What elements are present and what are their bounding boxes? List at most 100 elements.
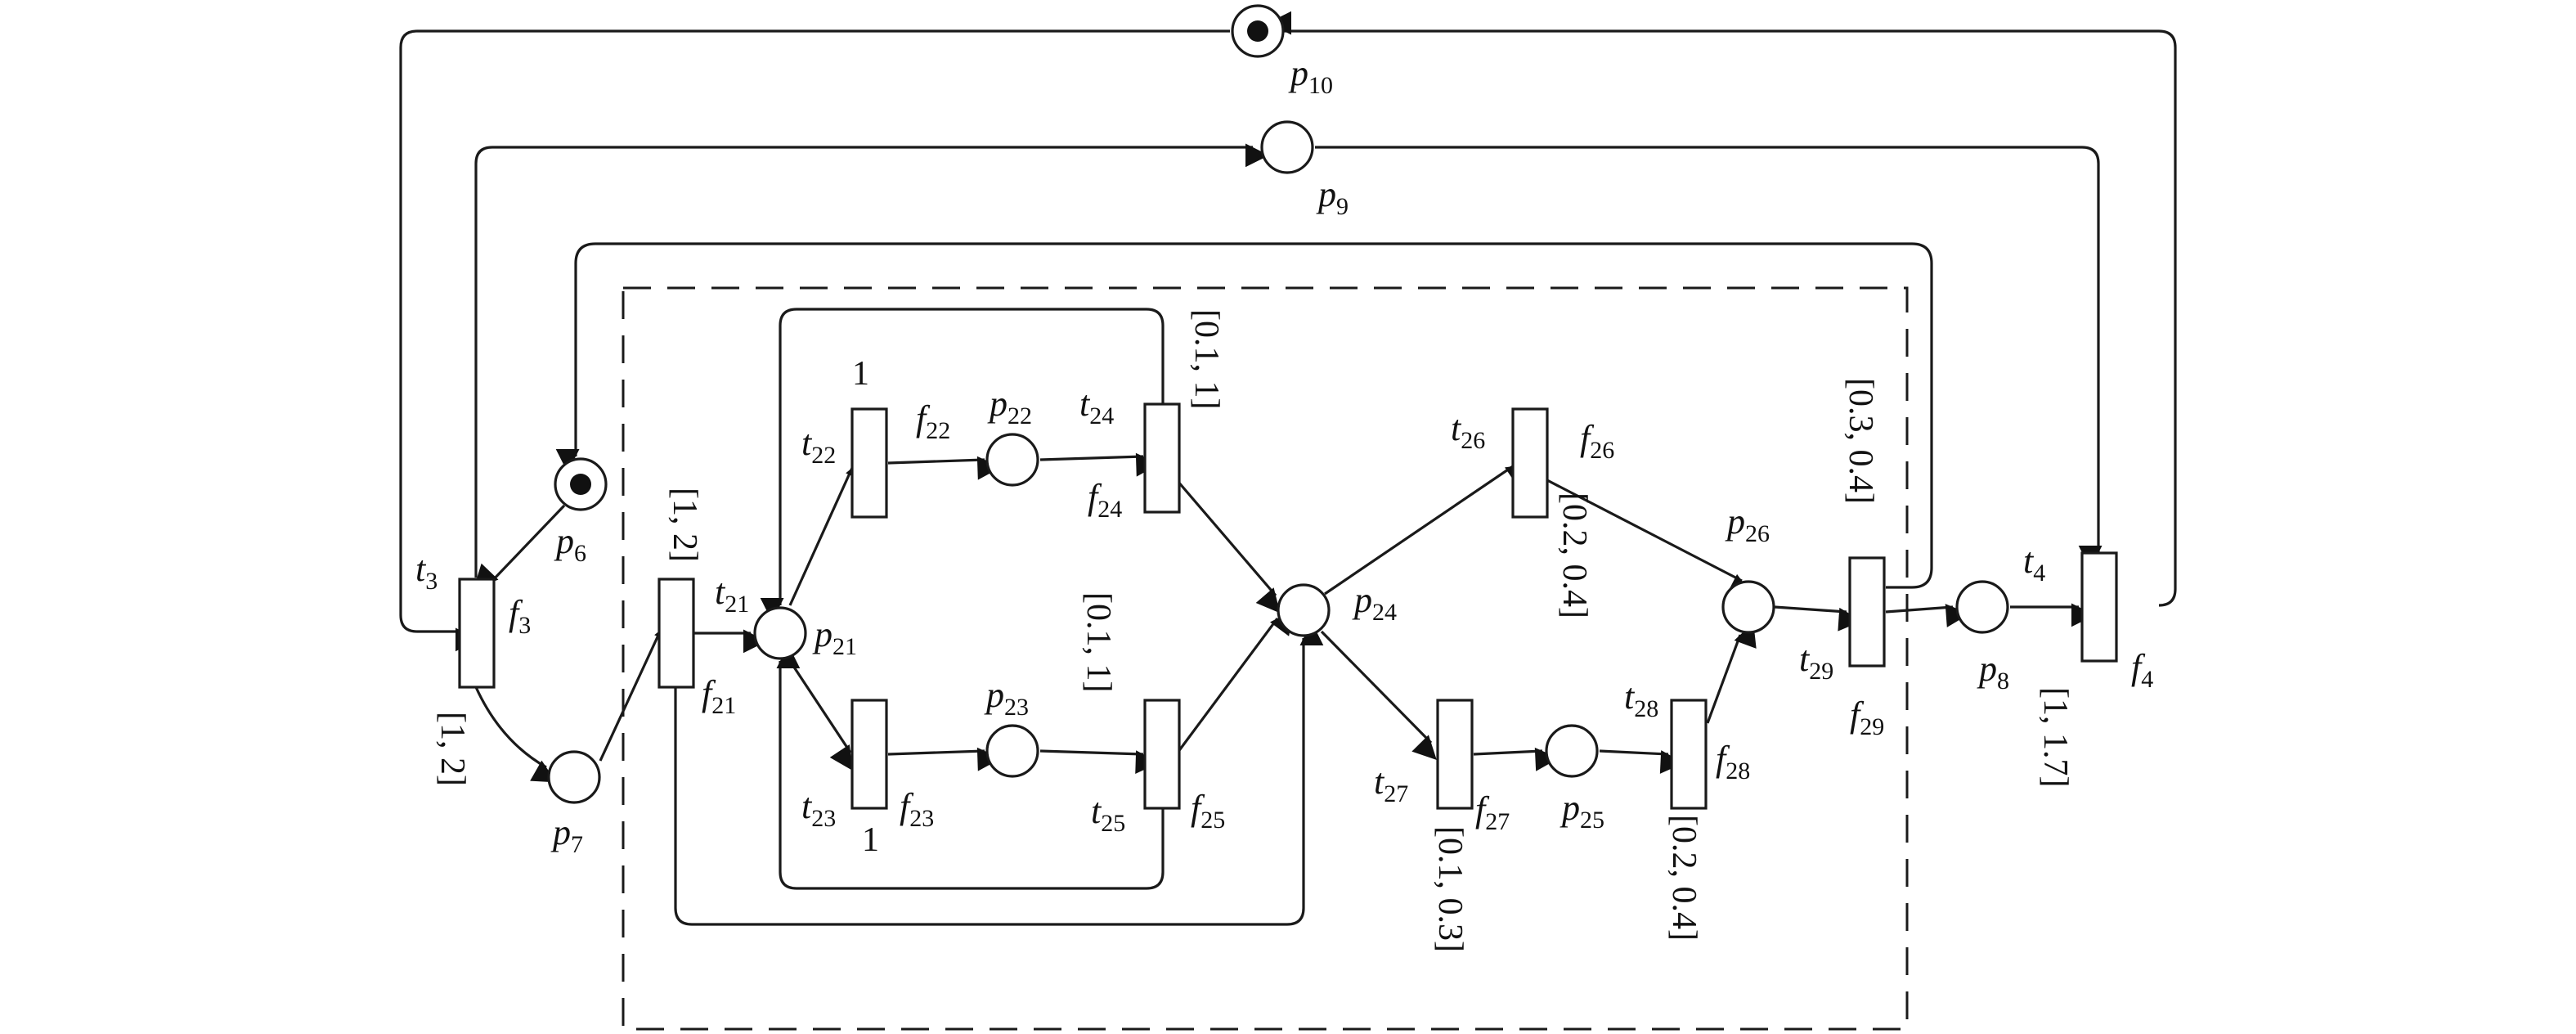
arc-t25-p21: [776, 645, 1165, 890]
p21-name: p: [812, 614, 832, 654]
p26-sub: 26: [1745, 520, 1770, 547]
place-p22: [985, 433, 1039, 487]
p9-name: p: [1316, 174, 1336, 214]
arcs: [399, 11, 2177, 926]
p22-sub: 22: [1008, 402, 1032, 429]
svg-text:p25: p25: [1560, 788, 1604, 834]
arc-t22-p22: [887, 456, 1002, 480]
p7-name: p: [550, 812, 571, 852]
transition-t28: [1670, 699, 1708, 810]
arc-t29-p8: [1885, 604, 1970, 627]
place-p25: [1545, 724, 1599, 778]
p7-sub: 7: [571, 831, 583, 858]
token-p10: [1247, 20, 1268, 42]
arc-p25-t28: [1599, 749, 1685, 774]
interval-t29: [0.3, 0.4]: [1842, 378, 1879, 504]
arc-p6-t3: [473, 504, 566, 589]
label-t29: t29: [1799, 639, 1833, 685]
label-f24: f24: [1088, 477, 1122, 523]
transition-t25: [1143, 699, 1181, 810]
label-f22: f22: [916, 398, 950, 444]
p25-name: p: [1560, 788, 1580, 828]
arc-p26-t29: [1774, 605, 1863, 632]
svg-text:p9: p9: [1316, 174, 1349, 220]
label-f23: f23: [900, 786, 934, 832]
arc-t29-p6: [555, 242, 1933, 589]
svg-text:p10: p10: [1288, 53, 1333, 99]
transition-t24: [1143, 402, 1181, 514]
place-p8: [1955, 580, 2009, 634]
place-label-p21: p21: [812, 614, 857, 660]
interval-t21: [1, 2]: [666, 488, 703, 562]
label-t23: t23: [801, 786, 836, 832]
arc-t3-p9: [474, 143, 1269, 578]
place-label-p7: p7: [550, 812, 583, 858]
p10-sub: 10: [1308, 72, 1333, 99]
arc-p24-t26: [1324, 464, 1531, 596]
label-t25: t25: [1091, 791, 1125, 837]
label-t21: t21: [715, 572, 749, 618]
arc-p7-t21: [599, 618, 676, 762]
label-t3: t3: [415, 549, 438, 595]
place-label-p9: p9: [1316, 174, 1349, 220]
arc-p21-t23: [788, 660, 853, 771]
transitions: [458, 402, 2118, 810]
arc-p22-t24: [1039, 452, 1160, 477]
arc-t25-p24: [1176, 610, 1294, 753]
label-f21: f21: [702, 673, 736, 719]
arc-t27-p25: [1473, 747, 1560, 771]
arc-t26-p26: [1545, 478, 1753, 596]
interval-t4: [1, 1.7]: [2036, 687, 2074, 787]
place-label-p8: p8: [1977, 649, 2009, 695]
svg-text:p26: p26: [1725, 501, 1770, 547]
label-f3: f3: [509, 593, 531, 639]
p8-sub: 8: [1997, 668, 2009, 695]
interval-t24: [0.1, 1]: [1187, 309, 1225, 409]
transition-t22: [850, 407, 888, 519]
p10-name: p: [1288, 53, 1308, 93]
p24-sub: 24: [1372, 599, 1397, 626]
p26-name: p: [1725, 501, 1745, 542]
label-f29: f29: [1850, 695, 1884, 740]
place-label-p26: p26: [1725, 501, 1770, 547]
place-label-p25: p25: [1560, 788, 1604, 834]
place-p24: [1277, 583, 1331, 637]
svg-text:p22: p22: [987, 384, 1032, 429]
svg-text:p23: p23: [984, 675, 1029, 721]
places: [547, 4, 2009, 804]
label-t24: t24: [1079, 384, 1114, 429]
arc-t4-p10: [1268, 11, 2177, 607]
label-t28: t28: [1624, 677, 1658, 722]
place-p21: [753, 606, 807, 660]
interval-t28: [0.2, 0.4]: [1665, 815, 1703, 941]
place-p7: [547, 750, 601, 804]
p23-sub: 23: [1004, 694, 1029, 721]
transition-t26: [1511, 407, 1549, 519]
arc-t3-p7: [474, 686, 557, 783]
label-f4: f4: [2131, 647, 2153, 693]
label-t4: t4: [2023, 541, 2045, 587]
transition-t3: [458, 578, 496, 689]
interval-t22: 1: [852, 355, 869, 393]
arc-t21-p24: [674, 622, 1324, 926]
interval-t27: [0.1, 0.3]: [1431, 826, 1469, 952]
svg-text:p21: p21: [812, 614, 857, 660]
interval-t26: [0.2, 0.4]: [1555, 492, 1593, 618]
place-p23: [985, 724, 1039, 778]
p24-name: p: [1352, 580, 1372, 620]
label-f28: f28: [1716, 739, 1750, 784]
arc-t28-p26: [1706, 622, 1757, 724]
label-f26: f26: [1580, 418, 1614, 464]
label-t27: t27: [1374, 762, 1408, 807]
arc-t23-p23: [887, 747, 1002, 771]
place-p9: [1260, 120, 1314, 174]
p25-sub: 25: [1580, 807, 1604, 834]
p22-name: p: [987, 384, 1008, 424]
p21-sub: 21: [832, 633, 857, 660]
svg-text:p6: p6: [554, 521, 586, 567]
transition-t27: [1436, 699, 1474, 810]
arc-t24-p21: [760, 308, 1165, 622]
transition-t23: [850, 699, 888, 810]
interval-t25: [0.1, 1]: [1079, 592, 1117, 692]
